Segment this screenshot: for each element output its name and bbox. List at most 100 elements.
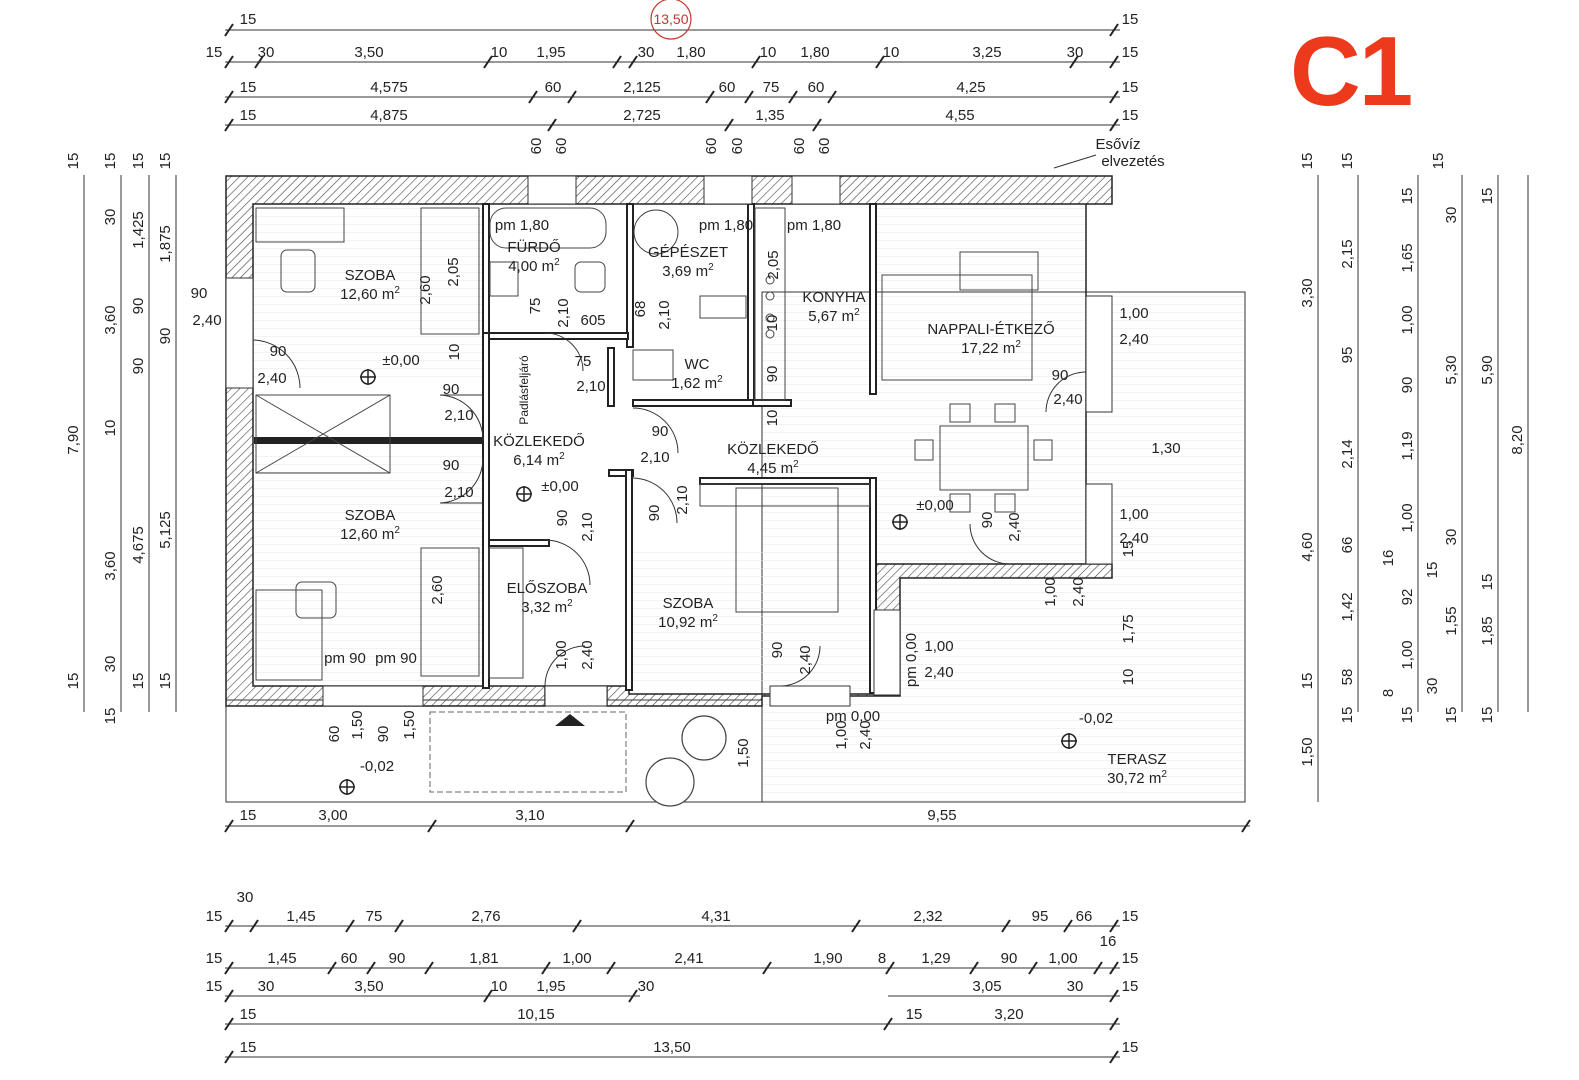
furniture xyxy=(255,207,1053,681)
dimension-label: 2,40 xyxy=(924,664,953,681)
room-name: GÉPÉSZET xyxy=(648,244,728,261)
vertical-dimension-label: 15 xyxy=(1430,153,1447,170)
vertical-dimension-label: 2,10 xyxy=(555,298,572,327)
dimension-label: pm 1,80 xyxy=(787,217,841,234)
rainwater-leader xyxy=(1053,154,1097,169)
dimension-label: 2,10 xyxy=(576,378,605,395)
vertical-dimension-label: 1,00 xyxy=(553,640,570,669)
vertical-dimension-label: 90 xyxy=(646,505,663,522)
dimension-label: 1,90 xyxy=(813,950,842,967)
dimension-label: 1,45 xyxy=(286,908,315,925)
appliance xyxy=(699,295,747,319)
entry-wardrobe xyxy=(488,547,524,679)
dimension-label: 3,00 xyxy=(318,807,347,824)
dimension-label: 30 xyxy=(1067,978,1084,995)
office-chair-bottom xyxy=(295,581,337,619)
vertical-dimension-label: 1,50 xyxy=(349,710,366,739)
vertical-dimension-label: 60 xyxy=(528,138,545,155)
vertical-dimension-label: 10 xyxy=(446,344,463,361)
toilet-bath xyxy=(574,261,606,293)
vertical-dimension-label: 90 xyxy=(1399,377,1416,394)
dimension-label: 95 xyxy=(1032,908,1049,925)
dimension-label: 2,10 xyxy=(640,449,669,466)
room-area: 1,62 m2 xyxy=(671,374,723,392)
vertical-dimension-label: 1,55 xyxy=(1443,606,1460,635)
vertical-dimension-label: 1,00 xyxy=(1042,577,1059,606)
windows xyxy=(225,175,1113,707)
vertical-dimension-label: 2,60 xyxy=(429,575,446,604)
dimension-label: 2,40 xyxy=(257,370,286,387)
interior-walls xyxy=(254,203,877,694)
vertical-dimension-label: 2,40 xyxy=(579,640,596,669)
bed-left xyxy=(255,394,391,474)
dimension-label: 15 xyxy=(1122,908,1139,925)
vertical-dimension-label: 16 xyxy=(1380,550,1397,567)
vertical-dimension-label: 1,19 xyxy=(1399,431,1416,460)
vertical-dimension-label: 60 xyxy=(791,138,808,155)
dimension-label: 15 xyxy=(240,107,257,124)
vertical-dimension-label: 15 xyxy=(102,708,119,725)
vertical-dimension-label: 2,10 xyxy=(656,300,673,329)
overall-width-marker xyxy=(650,0,692,40)
room-area: 3,32 m2 xyxy=(521,598,573,616)
vertical-dimension-label: 15 xyxy=(1479,574,1496,591)
overall-width-label: 13,50 xyxy=(653,11,688,27)
dimension-label: 10 xyxy=(883,44,900,61)
vertical-dimension-label: 15 xyxy=(1339,153,1356,170)
dimension-label: 15 xyxy=(240,807,257,824)
room-area: 30,72 m2 xyxy=(1107,769,1167,787)
room-name: FÜRDŐ xyxy=(507,238,560,256)
dimension-label: 13,50 xyxy=(653,1039,691,1056)
dimension-label: 2,76 xyxy=(471,908,500,925)
dimension-label: 75 xyxy=(763,79,780,96)
dimension-label: 30 xyxy=(638,44,655,61)
level-markers xyxy=(339,369,1077,795)
wardrobe-bottom xyxy=(420,547,480,677)
dimension-label: 3,20 xyxy=(994,1006,1023,1023)
top-dimension-ticks xyxy=(224,23,1119,132)
door-swings xyxy=(252,332,1087,687)
vertical-dimension-label: 15 xyxy=(1479,707,1496,724)
dimension-label: 2,40 xyxy=(192,312,221,329)
room-name: SZOBA xyxy=(345,507,396,524)
dimension-label: 15 xyxy=(1122,79,1139,96)
vertical-dimension-label: 2,40 xyxy=(1070,577,1087,606)
vertical-dimension-label: 66 xyxy=(1339,537,1356,554)
dimension-label: 1,35 xyxy=(755,107,784,124)
washbasin xyxy=(489,261,519,297)
right-dimension-lines xyxy=(1317,175,1529,802)
dimension-label: 15 xyxy=(1122,950,1139,967)
boiler xyxy=(633,209,679,255)
vertical-dimension-label: 1,00 xyxy=(1399,640,1416,669)
dimension-label: 605 xyxy=(580,312,605,329)
dimension-label: 3,05 xyxy=(972,978,1001,995)
vertical-dimension-label: 15 xyxy=(1443,707,1460,724)
vertical-dimension-label: 2,10 xyxy=(579,512,596,541)
desk-top-left xyxy=(255,207,345,243)
dimension-label: 9,55 xyxy=(927,807,956,824)
vertical-dimension-label: 1,875 xyxy=(157,225,174,263)
room-area: 12,60 m2 xyxy=(340,525,400,543)
vertical-dimension-label: 1,42 xyxy=(1339,592,1356,621)
left-dimension-lines xyxy=(83,175,177,712)
dimension-label: 15 xyxy=(240,79,257,96)
dimension-label: 30 xyxy=(638,978,655,995)
dimension-label: 1,95 xyxy=(536,978,565,995)
vertical-dimension-label: 60 xyxy=(729,138,746,155)
level-label: ±0,00 xyxy=(541,478,578,495)
dimension-label: 90 xyxy=(389,950,406,967)
dimension-label: 3,50 xyxy=(354,44,383,61)
vertical-dimension-label: 1,50 xyxy=(1299,737,1316,766)
vertical-dimension-label: 60 xyxy=(703,138,720,155)
dimension-label: 1,00 xyxy=(1048,950,1077,967)
dimension-label: 3,50 xyxy=(354,978,383,995)
dimension-label: 1,30 xyxy=(1151,440,1180,457)
dimension-label: 1,95 xyxy=(536,44,565,61)
vertical-dimension-label: 60 xyxy=(553,138,570,155)
vertical-dimension-label: 1,00 xyxy=(833,720,850,749)
vertical-dimension-label: 92 xyxy=(1399,589,1416,606)
top-dimension-lines xyxy=(225,29,1120,126)
dimension-label: 1,81 xyxy=(469,950,498,967)
vertical-dimension-label: 15 xyxy=(1479,188,1496,205)
